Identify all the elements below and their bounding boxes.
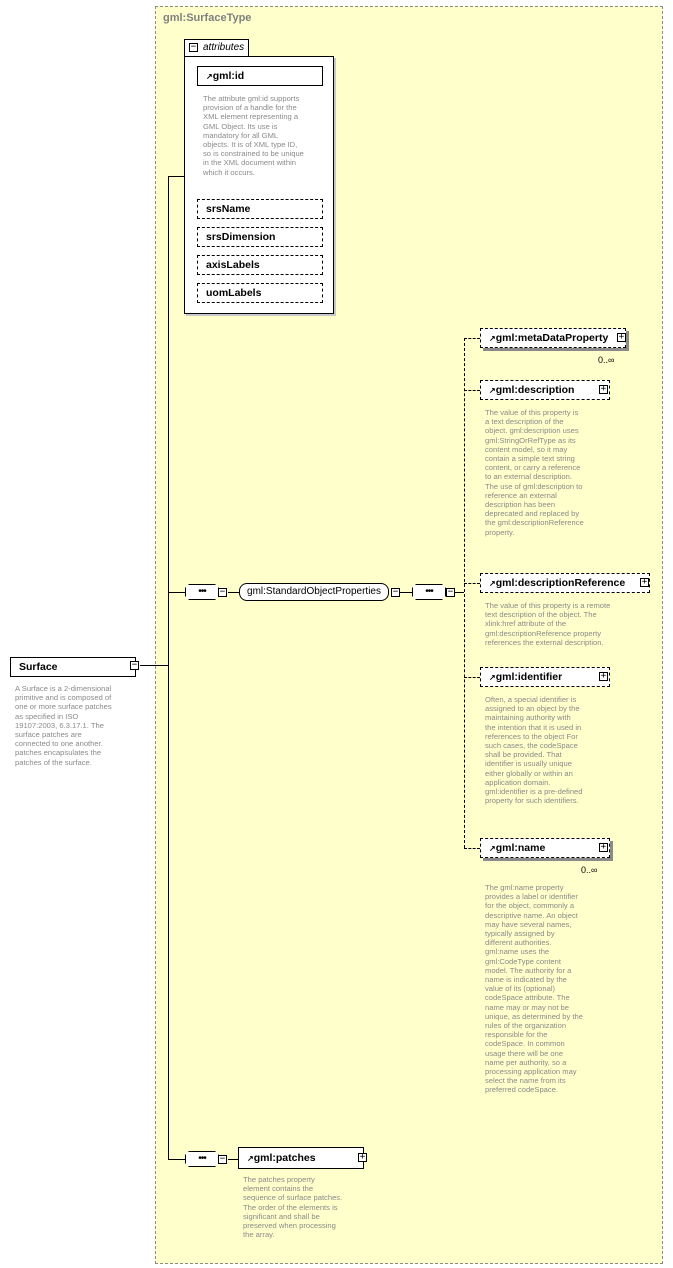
attribute-id-label: gml:id	[212, 70, 245, 82]
name-element[interactable]: ↗gml:name	[480, 838, 610, 858]
surface-element[interactable]: Surface	[10, 657, 136, 677]
collapse-icon[interactable]: −	[391, 587, 400, 597]
collapse-icon[interactable]: −	[446, 587, 455, 597]
reference-arrow-icon: ↗	[489, 334, 496, 343]
reference-arrow-icon: ↗	[489, 386, 496, 395]
expand-icon[interactable]: +	[640, 577, 649, 587]
reference-arrow-icon: ↗	[247, 1154, 254, 1163]
connector	[464, 583, 480, 584]
connector	[168, 176, 169, 1160]
connector	[228, 592, 240, 593]
description-reference-text: The value of this property is a remote t…	[485, 601, 611, 647]
name-text: The gml:name property provides a label o…	[485, 883, 583, 1095]
group-ref-label: gml:StandardObjectProperties	[247, 586, 381, 597]
element-label: gml:identifier	[495, 671, 563, 683]
connector	[400, 592, 412, 593]
collapse-icon[interactable]: −	[130, 660, 139, 670]
sequence-compositor[interactable]: •••	[412, 584, 446, 600]
sequence-icon: •••	[198, 1153, 207, 1164]
standard-object-properties-group[interactable]: gml:StandardObjectProperties	[239, 583, 389, 601]
connector	[168, 592, 185, 593]
sequence-icon: •••	[198, 586, 207, 597]
connector	[464, 390, 480, 391]
metadata-property-element[interactable]: ↗gml:metaDataProperty	[480, 328, 626, 348]
element-label: gml:description	[495, 384, 575, 396]
expand-icon[interactable]: +	[358, 1152, 367, 1162]
connector	[464, 338, 480, 339]
attributes-tab[interactable]: attributes	[184, 39, 250, 56]
collapse-icon[interactable]: −	[218, 1154, 227, 1164]
attribute-axislabels[interactable]: axisLabels	[197, 255, 323, 275]
connector	[228, 1159, 238, 1160]
surface-description: A Surface is a 2-dimensional primitive a…	[15, 684, 112, 767]
reference-arrow-icon: ↗	[206, 72, 213, 81]
expand-icon[interactable]: +	[599, 384, 608, 394]
expand-icon[interactable]: +	[599, 842, 608, 852]
sequence-icon: •••	[425, 586, 434, 597]
description-text: The value of this property is a text des…	[485, 408, 584, 537]
sequence-compositor[interactable]: •••	[185, 584, 219, 600]
occurrence-label: 0..∞	[581, 865, 598, 875]
patches-element[interactable]: ↗gml:patches	[238, 1147, 364, 1169]
attribute-id-description: The attribute gml:id supports provision …	[203, 94, 304, 177]
connector	[140, 665, 168, 666]
connector	[455, 592, 464, 593]
connector	[168, 176, 184, 177]
attribute-gml-id[interactable]: ↗gml:id	[197, 66, 323, 86]
collapse-icon[interactable]: −	[218, 587, 227, 597]
element-label: gml:patches	[253, 1152, 316, 1164]
expand-icon[interactable]: +	[617, 332, 626, 342]
expand-icon[interactable]: +	[599, 671, 608, 681]
connector	[464, 677, 480, 678]
surface-label: Surface	[19, 661, 58, 673]
element-label: gml:name	[495, 842, 546, 854]
attribute-label: axisLabels	[206, 259, 260, 271]
occurrence-label: 0..∞	[598, 355, 615, 365]
reference-arrow-icon: ↗	[489, 579, 496, 588]
identifier-element[interactable]: ↗gml:identifier	[480, 667, 610, 687]
reference-arrow-icon: ↗	[489, 844, 496, 853]
connector	[168, 1159, 185, 1160]
description-reference-element[interactable]: ↗gml:descriptionReference	[480, 573, 650, 593]
connector	[464, 338, 465, 848]
attribute-srsdimension[interactable]: srsDimension	[197, 227, 323, 247]
description-element[interactable]: ↗gml:description	[480, 380, 610, 400]
connector	[464, 848, 480, 849]
identifier-text: Often, a special identifier is assigned …	[485, 695, 583, 806]
collapse-icon[interactable]: −	[189, 42, 198, 52]
patches-text: The patches property element contains th…	[243, 1175, 343, 1240]
type-title: gml:SurfaceType	[163, 12, 252, 24]
reference-arrow-icon: ↗	[489, 673, 496, 682]
attributes-tab-label: attributes	[203, 42, 245, 53]
attribute-uomlabels[interactable]: uomLabels	[197, 283, 323, 303]
attribute-label: uomLabels	[206, 287, 262, 299]
element-label: gml:descriptionReference	[495, 577, 626, 589]
attribute-label: srsName	[206, 203, 251, 215]
attribute-srsname[interactable]: srsName	[197, 199, 323, 219]
attribute-label: srsDimension	[206, 231, 276, 243]
element-label: gml:metaDataProperty	[495, 332, 609, 344]
sequence-compositor[interactable]: •••	[185, 1151, 219, 1167]
